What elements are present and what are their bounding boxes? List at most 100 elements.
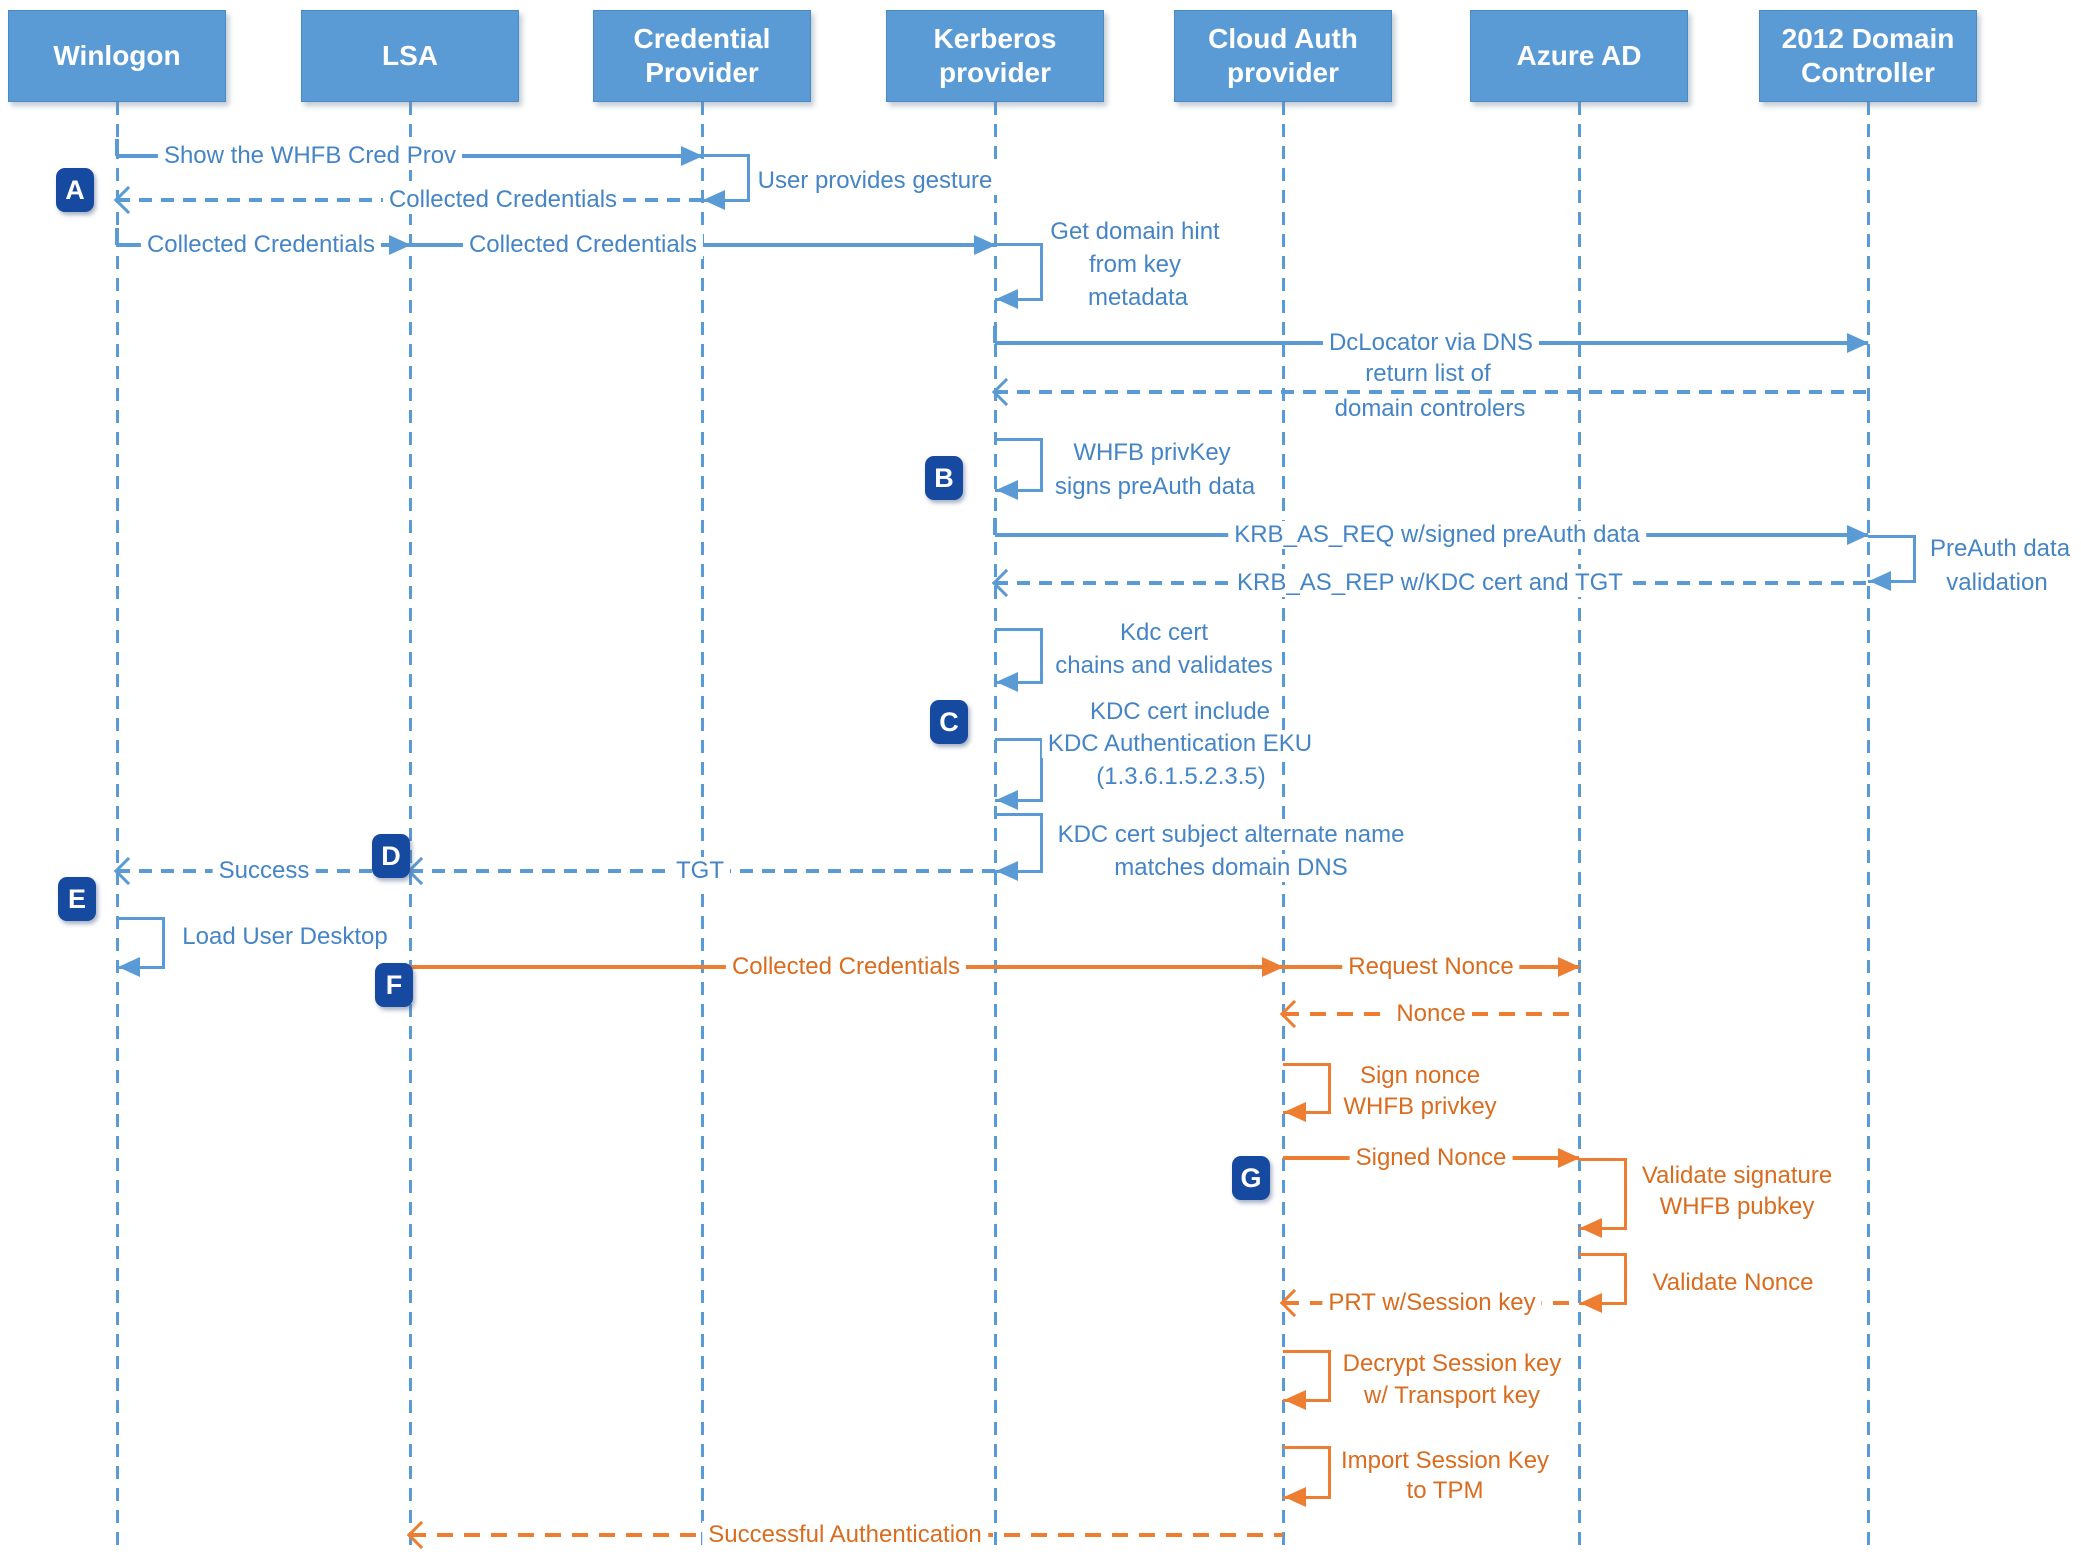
actor-azure-ad: Azure AD bbox=[1470, 10, 1688, 102]
loop-user-provides-gesture-arrowhead bbox=[703, 190, 725, 210]
actor-winlogon-label: Winlogon bbox=[53, 40, 181, 71]
actor-cloud-auth-provider-label: Cloud Auth bbox=[1208, 23, 1358, 54]
message-krb-as-req-arrowhead bbox=[1847, 525, 1869, 545]
message-collected-credentials-lsa-kerberos-arrowhead bbox=[974, 235, 996, 255]
message-return-list-of-domain-controlers-line bbox=[995, 390, 1868, 394]
loop-preauth-data-validation-arrowhead bbox=[1869, 571, 1891, 591]
loop-kdc-cert-chains-label-1: chains and validates bbox=[1049, 652, 1279, 680]
message-collected-credentials-winlogon-lsa-stub bbox=[115, 228, 119, 245]
message-successful-authentication-label: Successful Authentication bbox=[702, 1521, 988, 1549]
loop-validate-signature-arrowhead bbox=[1580, 1218, 1602, 1238]
loop-load-user-desktop-hook bbox=[117, 917, 165, 969]
loop-decrypt-session-key-label: Decrypt Session key bbox=[1336, 1350, 1568, 1378]
loop-validate-signature-label-1: WHFB pubkey bbox=[1653, 1193, 1821, 1221]
message-signed-nonce-label: Signed Nonce bbox=[1349, 1144, 1513, 1172]
loop-get-domain-hint-hook bbox=[995, 243, 1043, 301]
actor-2012-domain-controller-label: Controller bbox=[1801, 57, 1935, 88]
loop-kdc-cert-include-eku-label: KDC cert include bbox=[1083, 698, 1277, 726]
lifeline-credential-provider bbox=[700, 102, 704, 1550]
message-collected-credentials-lsa-kerberos-label: Collected Credentials bbox=[462, 231, 704, 259]
step-badge-f: F bbox=[375, 963, 413, 1007]
loop-validate-signature-label: Validate signature bbox=[1635, 1162, 1839, 1190]
message-collected-credentials-lsa-cloud-label: Collected Credentials bbox=[725, 953, 967, 981]
message-show-whfb-cred-prov-label: Show the WHFB Cred Prov bbox=[157, 142, 463, 170]
loop-kdc-cert-chains-arrowhead bbox=[996, 672, 1018, 692]
message-show-whfb-cred-prov-arrowhead bbox=[681, 146, 703, 166]
loop-import-session-key-arrowhead bbox=[1284, 1487, 1306, 1507]
loop-get-domain-hint-label-2: metadata bbox=[1081, 284, 1195, 312]
loop-kdc-cert-include-eku-label-1: KDC Authentication EKU bbox=[1041, 730, 1319, 758]
message-collected-credentials-winlogon-lsa-label: Collected Credentials bbox=[140, 231, 382, 259]
loop-kdc-cert-subject-alt-name-arrowhead bbox=[996, 861, 1018, 881]
lifeline-azure-ad bbox=[1577, 102, 1581, 1550]
actor-azure-ad-label: Azure AD bbox=[1516, 40, 1642, 71]
message-return-list-of-domain-controlers-label: return list of bbox=[1359, 360, 1497, 388]
loop-kdc-cert-include-eku-label-2: (1.3.6.1.5.2.3.5) bbox=[1090, 763, 1272, 791]
step-badge-d: D bbox=[372, 834, 410, 878]
message-collected-credentials-lsa-cloud-arrowhead bbox=[1262, 957, 1284, 977]
message-collected-credentials-to-winlogon-label: Collected Credentials bbox=[382, 186, 624, 214]
loop-kdc-cert-chains-hook bbox=[995, 628, 1043, 684]
actor-lsa-label: LSA bbox=[382, 40, 438, 71]
loop-kdc-cert-include-eku-hook bbox=[995, 738, 1043, 802]
step-badge-g: G bbox=[1232, 1156, 1270, 1200]
message-collected-credentials-winlogon-lsa-arrowhead bbox=[389, 235, 411, 255]
loop-whfb-privkey-signs-preauth-label: WHFB privKey bbox=[1067, 439, 1237, 467]
actor-2012-domain-controller-label: 2012 Domain bbox=[1781, 23, 1955, 54]
loop-import-session-key-label: Import Session Key bbox=[1334, 1447, 1556, 1475]
message-krb-as-rep-label: KRB_AS_REP w/KDC cert and TGT bbox=[1231, 569, 1629, 597]
loop-kdc-cert-chains-label: Kdc cert bbox=[1113, 619, 1215, 647]
message-signed-nonce-arrowhead bbox=[1558, 1148, 1580, 1168]
loop-get-domain-hint-label: Get domain hint bbox=[1044, 218, 1226, 246]
lifeline-winlogon bbox=[115, 102, 119, 1550]
loop-import-session-key-hook bbox=[1283, 1446, 1331, 1499]
loop-validate-nonce-label: Validate Nonce bbox=[1646, 1269, 1820, 1297]
actor-kerberos-provider-label: Kerberos bbox=[933, 23, 1057, 54]
message-nonce-label: Nonce bbox=[1390, 1000, 1472, 1028]
step-badge-b: B bbox=[925, 456, 963, 500]
loop-decrypt-session-key-arrowhead bbox=[1284, 1390, 1306, 1410]
loop-validate-nonce-arrowhead bbox=[1580, 1293, 1602, 1313]
loop-load-user-desktop-arrowhead bbox=[118, 957, 140, 977]
message-show-whfb-cred-prov-stub bbox=[115, 139, 119, 156]
actor-cloud-auth-provider-label: provider bbox=[1226, 57, 1340, 88]
loop-get-domain-hint-label-1: from key bbox=[1082, 251, 1188, 279]
loop-preauth-data-validation-label-1: validation bbox=[1940, 569, 2054, 597]
loop-sign-nonce-arrowhead bbox=[1284, 1102, 1306, 1122]
message-krb-as-req-stub bbox=[993, 518, 997, 535]
loop-decrypt-session-key-label-1: w/ Transport key bbox=[1357, 1382, 1547, 1410]
message-dclocator-via-dns-arrowhead bbox=[1847, 333, 1869, 353]
loop-preauth-data-validation-hook bbox=[1868, 535, 1916, 583]
message-return-list-of-domain-controlers-label-1: domain controlers bbox=[1328, 395, 1532, 423]
message-request-nonce-arrowhead bbox=[1558, 957, 1580, 977]
step-badge-e: E bbox=[58, 877, 96, 921]
loop-validate-nonce-hook bbox=[1579, 1253, 1627, 1305]
loop-get-domain-hint-arrowhead bbox=[996, 289, 1018, 309]
loop-sign-nonce-hook bbox=[1283, 1063, 1331, 1114]
message-success-label: Success bbox=[212, 857, 316, 885]
loop-load-user-desktop-label: Load User Desktop bbox=[176, 923, 394, 951]
step-badge-c: C bbox=[930, 700, 968, 744]
loop-whfb-privkey-signs-preauth-arrowhead bbox=[996, 480, 1018, 500]
loop-import-session-key-label-1: to TPM bbox=[1400, 1477, 1490, 1505]
actor-credential-provider-label: Credential bbox=[633, 23, 771, 54]
message-dclocator-via-dns-stub bbox=[993, 326, 997, 343]
actor-winlogon: Winlogon bbox=[8, 10, 226, 102]
message-dclocator-via-dns-label: DcLocator via DNS bbox=[1322, 329, 1540, 357]
loop-user-provides-gesture-hook bbox=[702, 154, 750, 202]
actor-kerberos-provider-label: provider bbox=[938, 57, 1052, 88]
actor-credential-provider-label: Provider bbox=[645, 57, 759, 88]
loop-preauth-data-validation-label: PreAuth data bbox=[1923, 535, 2077, 563]
actor-lsa: LSA bbox=[301, 10, 519, 102]
loop-sign-nonce-label-1: WHFB privkey bbox=[1337, 1093, 1503, 1121]
step-badge-a: A bbox=[56, 168, 94, 212]
loop-kdc-cert-subject-alt-name-hook bbox=[995, 813, 1043, 873]
lifeline-kerberos-provider bbox=[993, 102, 997, 1550]
loop-whfb-privkey-signs-preauth-hook bbox=[995, 438, 1043, 492]
loop-sign-nonce-label: Sign nonce bbox=[1353, 1062, 1487, 1090]
lifeline-2012-domain-controller bbox=[1866, 102, 1870, 1550]
message-prt-w-session-key-label: PRT w/Session key bbox=[1322, 1289, 1542, 1317]
